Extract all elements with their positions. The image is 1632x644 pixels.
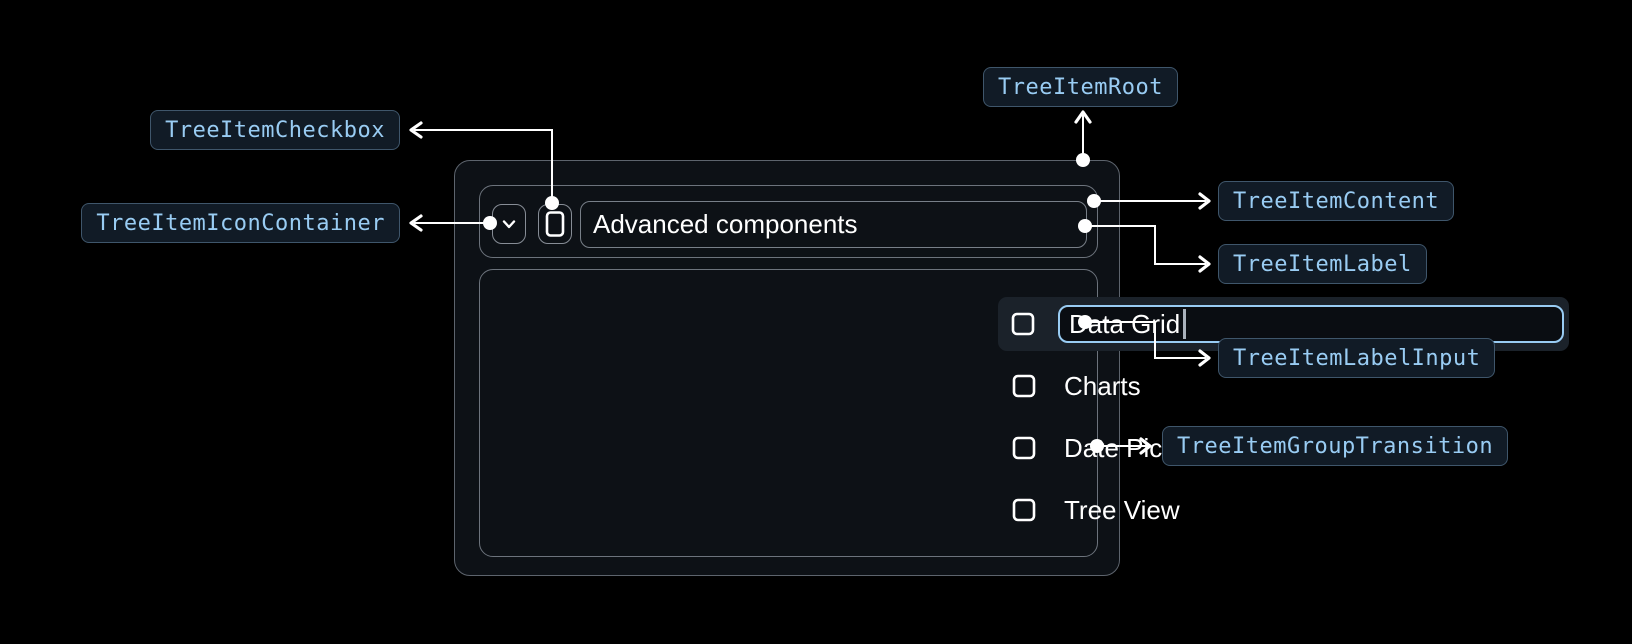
anatomy-chip-tree-item-root: TreeItemRoot (983, 67, 1178, 107)
anatomy-chip-tree-item-label: TreeItemLabel (1218, 244, 1427, 284)
checkbox-unchecked-icon[interactable] (1011, 312, 1035, 336)
tree-item-label[interactable]: Advanced components (580, 201, 1087, 248)
tree-item-label-text: Advanced components (593, 209, 858, 239)
checkbox-unchecked-icon[interactable] (1012, 436, 1036, 460)
tree-item-icon-container[interactable] (492, 204, 526, 244)
tree-item-label-text: Charts (1064, 370, 1141, 401)
tree-item-content[interactable]: Advanced components (479, 185, 1098, 258)
tree-item-group-transition: Data Grid Charts Date Picker (479, 269, 1569, 557)
anatomy-chip-tree-item-label-input: TreeItemLabelInput (1218, 338, 1496, 378)
checkbox-unchecked-icon[interactable] (1012, 374, 1036, 398)
anatomy-chip-tree-item-content: TreeItemContent (1218, 181, 1455, 221)
chevron-down-icon[interactable] (499, 214, 519, 234)
text-cursor (1183, 309, 1186, 339)
anatomy-chip-tree-item-checkbox: TreeItemCheckbox (150, 110, 400, 150)
tree-item-checkbox[interactable] (538, 204, 572, 244)
tree-item-root: Advanced components Data Grid (454, 160, 1569, 576)
checkbox-unchecked-icon (545, 210, 565, 238)
anatomy-chip-tree-item-icon-container: TreeItemIconContainer (81, 203, 400, 243)
connector-tree-item-root (1074, 110, 1092, 167)
label-input-value: Data Grid (1069, 308, 1181, 339)
checkbox-unchecked-icon[interactable] (1012, 498, 1036, 522)
tree-item-charts[interactable]: Charts (998, 359, 1569, 413)
anatomy-chip-tree-item-group-transition: TreeItemGroupTransition (1162, 426, 1509, 466)
tree-item-tree-view[interactable]: Tree View (998, 483, 1569, 537)
tree-item-label-text: Tree View (1064, 494, 1180, 525)
